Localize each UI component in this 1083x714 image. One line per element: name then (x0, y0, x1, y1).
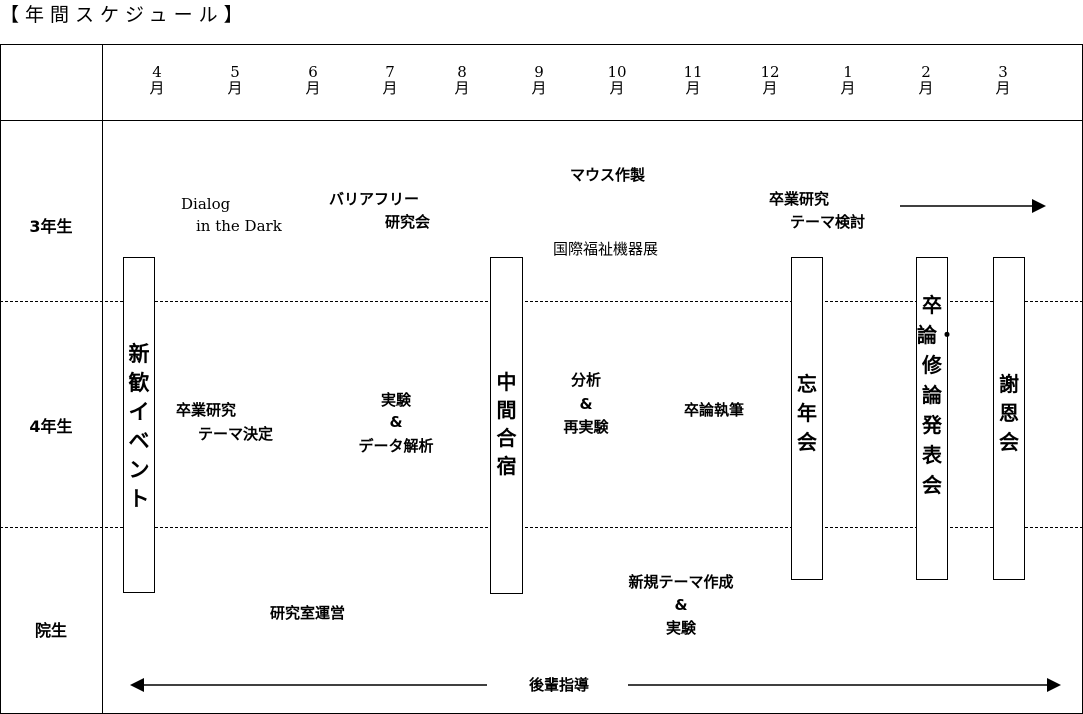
event-shaonkai-label: 謝恩会 (999, 372, 1019, 454)
analysis-label-line1: 分析 (570, 371, 601, 389)
newtheme-label-line2: & (674, 596, 688, 614)
barrierfree-label-line1: バリアフリー (329, 190, 420, 208)
theme-label-line2: テーマ検討 (790, 213, 866, 231)
decide-label-line1: 卒業研究 (176, 401, 237, 419)
mentor-arrow (130, 678, 1061, 692)
dialog-label-line2: in the Dark (196, 217, 282, 235)
theme-arrow (900, 199, 1046, 213)
row-divider-1 (0, 301, 1083, 302)
page-title: 【年間スケジュール】 (0, 4, 249, 26)
event-thesis-label: 卒論・修論発表会 (917, 293, 957, 497)
exp-label-line2: & (389, 413, 403, 431)
row-divider-2 (0, 527, 1083, 528)
row-label-year3: 3年生 (29, 217, 73, 236)
event-camp-label: 中間合宿 (496, 370, 517, 478)
theme-label-line1: 卒業研究 (769, 190, 830, 208)
writing-label: 卒論執筆 (684, 401, 745, 419)
row-label-year4: 4年生 (29, 417, 73, 436)
exp-label-line3: データ解析 (358, 437, 434, 455)
barrierfree-label-line2: 研究会 (385, 213, 431, 231)
label-column-divider (102, 44, 103, 714)
event-camp-box: 中間合宿 (490, 257, 523, 594)
exp-label-line1: 実験 (380, 391, 411, 409)
header-divider (0, 120, 1083, 121)
event-thesis-box: 卒論・修論発表会 (916, 257, 957, 580)
dialog-label-line1: Dialog (181, 195, 231, 213)
decide-label-line2: テーマ決定 (198, 425, 274, 443)
event-bonenkai-label: 忘年会 (797, 372, 817, 454)
event-bonenkai-box: 忘年会 (791, 257, 823, 580)
mentor-label: 後輩指導 (528, 676, 589, 694)
newtheme-label-line1: 新規テーマ作成 (628, 573, 734, 591)
newtheme-label-line3: 実験 (665, 619, 696, 637)
analysis-label-line3: 再実験 (563, 418, 609, 436)
event-welcome-label: 新歓イベント (128, 342, 150, 511)
lab-management-label: 研究室運営 (270, 604, 346, 622)
analysis-label-line2: & (579, 395, 593, 413)
mouse-label: マウス作製 (570, 166, 646, 184)
row-label-grad: 院生 (34, 621, 67, 640)
event-welcome-box: 新歓イベント (123, 257, 155, 593)
expo-label: 国際福祉機器展 (553, 240, 659, 258)
event-shaonkai-box: 謝恩会 (993, 257, 1025, 580)
